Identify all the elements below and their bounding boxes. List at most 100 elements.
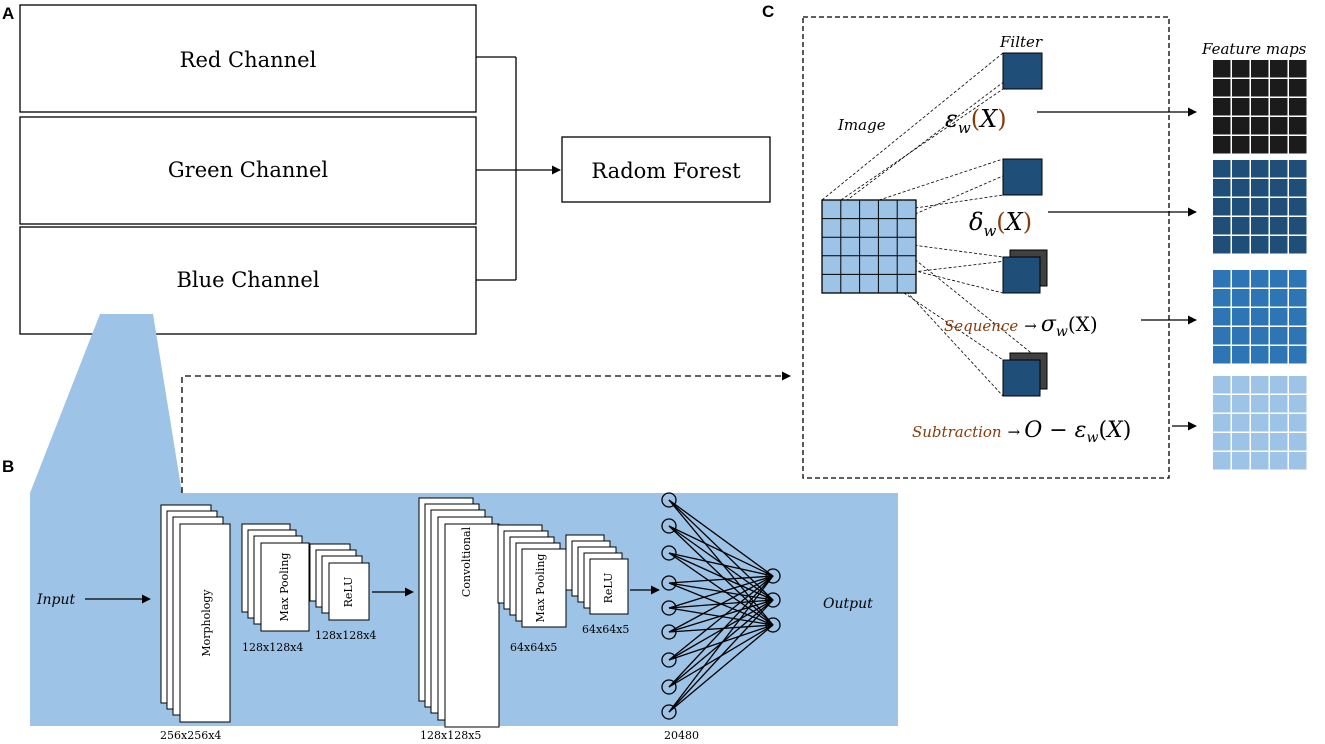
zoom-funnel — [30, 314, 182, 493]
feature-map-cell — [1289, 433, 1307, 451]
feature-map-cell — [1251, 79, 1269, 97]
feature-map-cell — [1251, 160, 1269, 178]
fc-connection — [668, 575, 774, 688]
input-label: Input — [36, 592, 76, 608]
dim-label-morphology: 256x256x4 — [160, 729, 221, 742]
feature-map-cell — [1251, 179, 1269, 197]
fc-connection — [668, 552, 774, 601]
dim-label-maxpool-2: 64x64x5 — [510, 641, 557, 654]
convolutional-stack — [418, 497, 500, 728]
feature-map-cell — [1289, 395, 1307, 413]
fc-connection — [668, 525, 774, 626]
sequence-operation: Sequence→σw(X) — [944, 312, 1098, 340]
feature-map-cell — [1232, 452, 1250, 470]
fc-connection — [668, 624, 774, 661]
green-channel-label: Green Channel — [168, 158, 328, 182]
projection-line — [821, 199, 1004, 397]
image-label: Image — [837, 116, 886, 134]
feature-map-cell — [1270, 236, 1288, 254]
fc-connection — [668, 552, 774, 577]
feature-map-cell — [1213, 236, 1231, 254]
feature-map-cell — [1289, 198, 1307, 216]
feature-map-cell — [1270, 270, 1288, 288]
feature-map-cell — [1251, 327, 1269, 345]
fully-connected-network — [661, 492, 781, 720]
feature-map-cell — [1213, 289, 1231, 307]
feature-map-cell — [1232, 289, 1250, 307]
projection-line — [821, 52, 1043, 220]
filter-1 — [1002, 52, 1043, 90]
feature-map-cell — [1289, 217, 1307, 235]
feature-map-cell — [1213, 217, 1231, 235]
filter-label: Filter — [999, 33, 1043, 51]
relu-stack-1 — [309, 543, 370, 621]
feature-map-cell — [1270, 452, 1288, 470]
feature-map-cell — [1289, 136, 1307, 154]
panel-letter-a: A — [2, 4, 14, 23]
feature-map-cell — [1213, 160, 1231, 178]
output-neuron — [765, 568, 781, 584]
feature-map-cell — [1270, 198, 1288, 216]
fc-connection — [668, 575, 774, 713]
feature-map-cell — [1251, 289, 1269, 307]
feature-map-cell — [1232, 327, 1250, 345]
feature-map-cell — [1213, 60, 1231, 78]
feature-map-cell — [1213, 452, 1231, 470]
feature-map-cell — [1251, 395, 1269, 413]
input-neuron — [661, 624, 677, 640]
panel-letter-c: C — [762, 2, 774, 21]
blue-channel-label: Blue Channel — [176, 268, 319, 292]
max-pooling-1-label: Max Pooling — [278, 553, 291, 622]
feature-map-cell — [1232, 433, 1250, 451]
channel-connector — [476, 56, 561, 281]
fc-connection — [668, 575, 774, 661]
fc-connection — [668, 499, 774, 577]
random-forest-label: Radom Forest — [591, 159, 741, 183]
feature-map-cell — [1270, 433, 1288, 451]
input-neuron — [661, 545, 677, 561]
relu-stack-2 — [565, 534, 629, 615]
fc-connection — [668, 525, 774, 577]
feature-map-cell — [1213, 270, 1231, 288]
feature-map-cell — [1232, 346, 1250, 364]
feature-map-cell — [1213, 346, 1231, 364]
filter-2 — [1002, 158, 1043, 196]
feature-map-mid-blue — [1213, 270, 1307, 364]
feature-map-cell — [1213, 79, 1231, 97]
fc-connection — [668, 552, 774, 626]
fc-connection — [668, 575, 774, 633]
fc-connection — [668, 499, 774, 601]
feature-map-cell — [1232, 308, 1250, 326]
feature-map-cell — [1270, 414, 1288, 432]
feature-map-cell — [1232, 217, 1250, 235]
feature-map-cell — [1232, 179, 1250, 197]
feature-map-cell — [1289, 346, 1307, 364]
feature-map-cell — [1232, 117, 1250, 135]
feature-map-cell — [1270, 395, 1288, 413]
fc-connection — [668, 599, 774, 713]
feature-map-cell — [1232, 270, 1250, 288]
feature-map-cell — [1232, 395, 1250, 413]
feature-map-cell — [1213, 117, 1231, 135]
output-neuron — [765, 592, 781, 608]
feature-map-cell — [1289, 179, 1307, 197]
input-neuron — [661, 492, 677, 508]
feature-map-cell — [1251, 60, 1269, 78]
feature-map-cell — [1213, 414, 1231, 432]
feature-map-cell — [1270, 160, 1288, 178]
feature-map-cell — [1213, 395, 1231, 413]
fc-connection — [668, 525, 774, 601]
output-label: Output — [823, 596, 873, 612]
feature-map-cell — [1251, 117, 1269, 135]
feature-map-cell — [1270, 217, 1288, 235]
fc-connection — [668, 599, 774, 633]
image-grid-background — [821, 199, 917, 294]
dim-label-fc: 20480 — [664, 729, 699, 742]
projection-line — [840, 88, 1004, 201]
feature-map-cell — [1270, 79, 1288, 97]
green-channel-box: Green Channel — [19, 116, 477, 225]
relu-1-label: ReLU — [342, 577, 355, 608]
feature-map-cell — [1213, 198, 1231, 216]
feature-map-cell — [1213, 376, 1231, 394]
